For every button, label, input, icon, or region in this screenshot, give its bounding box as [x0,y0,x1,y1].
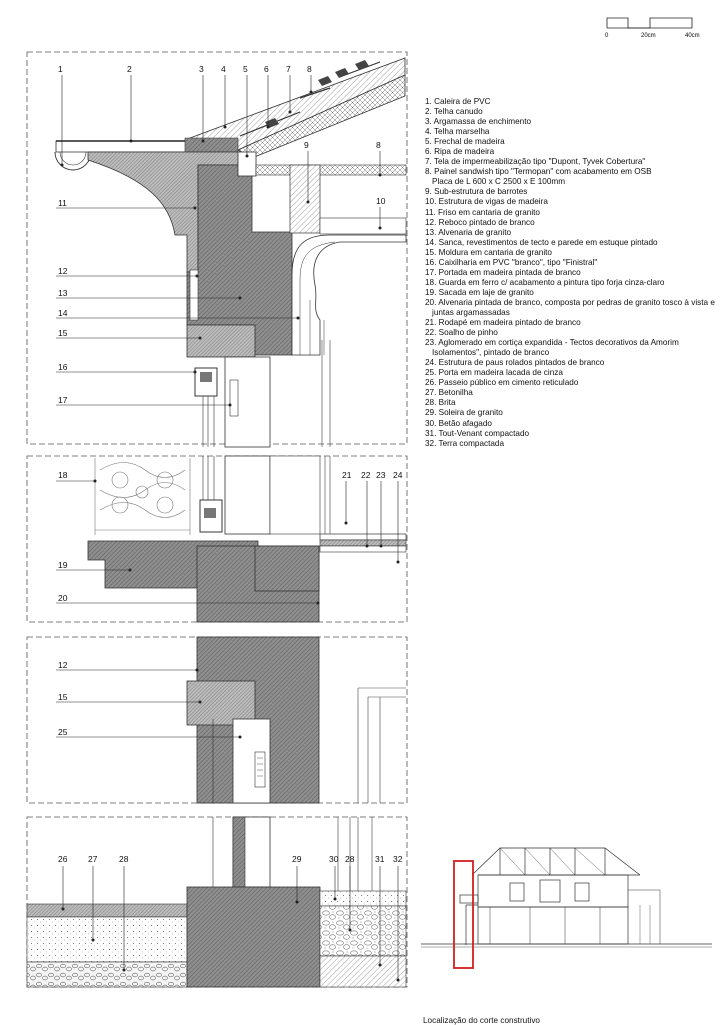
callout-19: 19 [58,560,68,570]
callout-13: 13 [58,288,68,298]
legend-item-26: 26. Passeio público em cimento reticulad… [425,378,579,388]
callout-6: 6 [264,64,269,74]
legend-item-4: 4. Telha marselha [425,127,490,137]
scale-label-0: 0 [605,33,609,39]
callout-23: 23 [376,470,386,480]
callout-22: 22 [361,470,371,480]
legend-item-13: 13. Alvenaria de granito [425,227,512,237]
callout-12: 12 [58,266,68,276]
callout-28-left: 28 [119,854,129,864]
legend-item-20: 20. Alvenaria pintada de branco, compost… [425,297,715,317]
legend-item-25: 25. Porta em madeira lacada de cinza [425,368,563,378]
callout-11: 11 [58,198,67,208]
callout-27: 27 [88,854,98,864]
callout-28-right: 28 [345,854,355,864]
legend-item-3: 3. Argamassa de enchimento [425,117,532,127]
legend-item-18: 18. Guarda em ferro c/ acabamento a pint… [425,277,665,287]
legend-item-21: 21. Rodapé em madeira pintado de branco [425,318,581,328]
callout-9: 9 [304,140,309,150]
legend-item-31: 31. Tout-Venant compactado [425,428,530,438]
callout-16: 16 [58,362,68,372]
legend-item-11: 11. Friso em cantaria de granito [425,207,540,217]
callout-18: 18 [58,470,68,480]
legend-item-17: 17. Portada em madeira pintada de branco [425,267,581,277]
scale-bar [606,17,693,29]
callout-25: 25 [58,727,68,737]
callout-15-lower: 15 [58,692,68,702]
legend-item-30: 30. Betão afagado [425,418,492,428]
callout-31: 31 [375,854,385,864]
scale-label-20cm: 20cm [641,33,656,39]
legend-item-27: 27. Betonilha [425,388,473,398]
scale-label-40cm: 40cm [685,33,700,39]
legend-item-32: 32. Terra compactada [425,438,505,448]
location-caption: Localização do corte construtivo [423,1016,540,1025]
section-panel-eave [26,51,408,448]
callout-8-roof: 8 [307,64,312,74]
legend-item-9: 9. Sub-estrutura de barrotes [425,187,528,197]
callout-30: 30 [329,854,339,864]
legend-item-24: 24. Estrutura de paus rolados pintados d… [425,358,605,368]
legend-item-8: 8. Painel sandwish tipo "Termopan" com a… [425,167,652,177]
legend-item-22: 22. Soalho de pinho [425,328,498,338]
legend-item-14: 14. Sanca, revestimentos de tecto e pare… [425,237,658,247]
legend-item-7: 7. Tela de impermeabilização tipo "Dupon… [425,157,646,167]
legend-item-1: 1. Caleira de PVC [425,97,491,106]
legend-item-28: 28. Brita [425,398,456,408]
callout-32: 32 [393,854,403,864]
legend-item-6: 6. Ripa de madeira [425,147,495,157]
callout-8-ceiling: 8 [376,140,381,150]
legend-item-29: 29. Soleira de granito [425,408,503,418]
callout-15: 15 [58,328,68,338]
callout-20: 20 [58,593,68,603]
cut-location-marker [453,860,474,969]
callout-5: 5 [243,64,248,74]
legend-item-5: 5. Frechal de madeira [425,137,505,147]
callout-numbers: 1 2 3 4 5 6 7 8 9 8 10 11 12 13 14 15 16… [58,64,403,864]
section-panel-lower-wall [26,636,408,804]
materials-legend: 1. Caleira de PVC 2. Telha canudo 3. Arg… [425,97,725,449]
callout-3: 3 [199,64,204,74]
callout-17: 17 [58,395,68,405]
legend-item-15: 15. Moldura em cantaria de granito [425,247,552,257]
legend-item-12: 12. Reboco pintado de branco [425,217,535,227]
section-panel-ground [26,816,408,988]
callout-26: 26 [58,854,68,864]
callout-7: 7 [286,64,291,74]
callout-leaders [56,75,399,980]
callout-1: 1 [58,64,63,74]
callout-24: 24 [393,470,403,480]
legend-item-2: 2. Telha canudo [425,107,483,117]
legend-item-10: 10. Estrutura de vigas de madeira [425,197,548,207]
callout-2: 2 [127,64,132,74]
legend-item-23: 23. Aglomerado em cortiça expandida - Te… [425,338,679,358]
legend-item-16: 16. Caixilharia em PVC "branco", tipo "F… [425,257,598,267]
callout-14: 14 [58,308,68,318]
legend-item-19: 19. Sacada em laje de granito [425,287,534,297]
callout-29: 29 [292,854,302,864]
location-key-section [421,847,712,948]
callout-4: 4 [221,64,226,74]
section-panel-balcony [26,455,408,623]
callout-21: 21 [342,470,352,480]
legend-item-8-cont: Placa de L 600 x C 2500 x E 100mm [432,177,566,187]
callout-12-lower: 12 [58,660,68,670]
callout-10: 10 [376,196,386,206]
callout-dots [60,90,400,982]
